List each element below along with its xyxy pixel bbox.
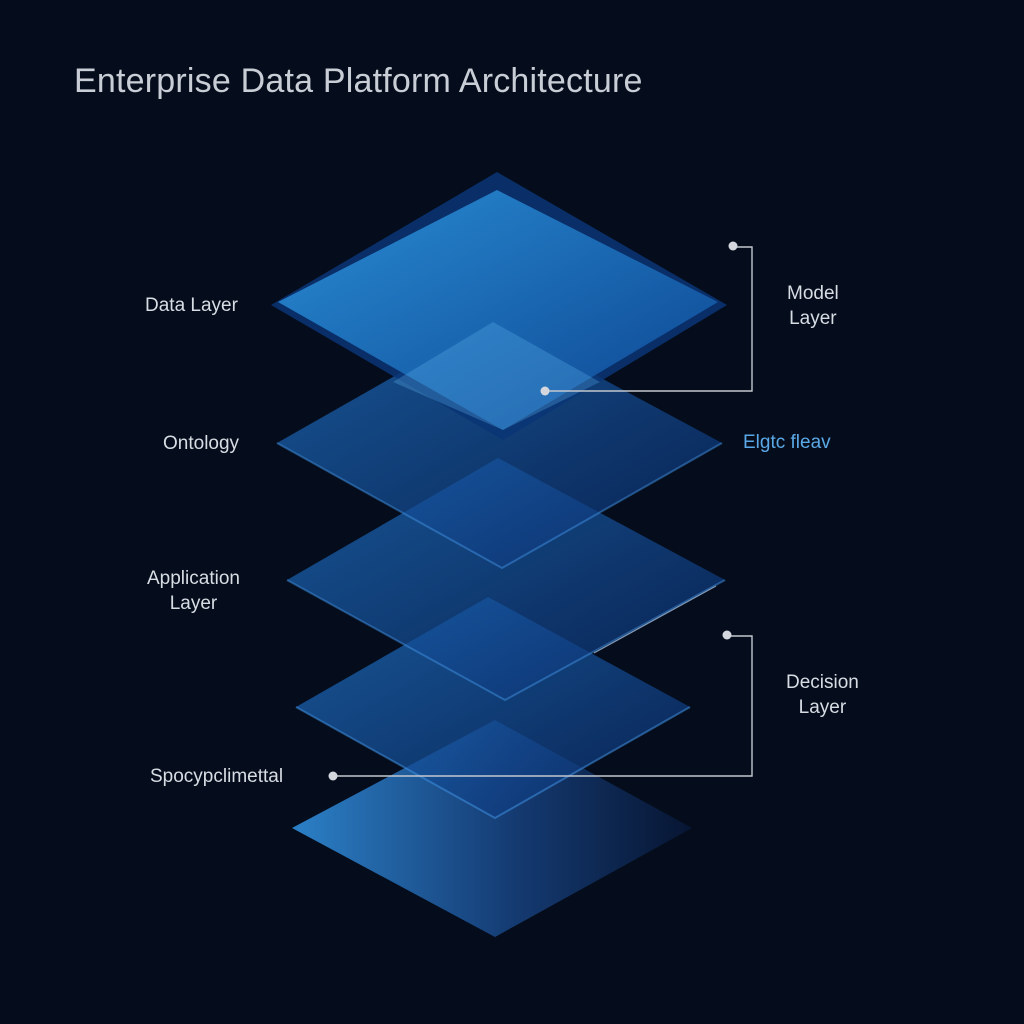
label-application-layer: Application Layer: [147, 568, 240, 614]
layer-plane-1: [278, 190, 718, 430]
layer-plane-4-edge: [295, 706, 691, 820]
layer-plane-3-edge: [286, 579, 726, 702]
label-model-layer: Model Layer: [787, 283, 839, 329]
layer-plane-1-highlight: [393, 322, 600, 430]
connector-diagonal: [593, 585, 717, 654]
layer-plane-2-edge: [276, 442, 723, 570]
label-ontology: Ontology: [163, 433, 240, 454]
label-data-layer: Data Layer: [145, 295, 238, 316]
connector-dot-decision-top: [722, 630, 732, 640]
connector-decision-layer: [334, 635, 753, 777]
diagram-title: Enterprise Data Platform Architecture: [74, 62, 643, 100]
connector-model-layer: [545, 246, 753, 392]
label-flight-flow: Elgtc fleav: [743, 432, 831, 453]
layer-plane-5: [292, 720, 692, 937]
connector-dot-model-plane: [540, 386, 550, 396]
connector-dot-model-top: [728, 241, 738, 251]
label-spocypclimettal: Spocypclimettal: [150, 766, 284, 787]
connector-dot-decision-left: [328, 771, 338, 781]
label-decision-layer: Decision Layer: [786, 672, 859, 718]
